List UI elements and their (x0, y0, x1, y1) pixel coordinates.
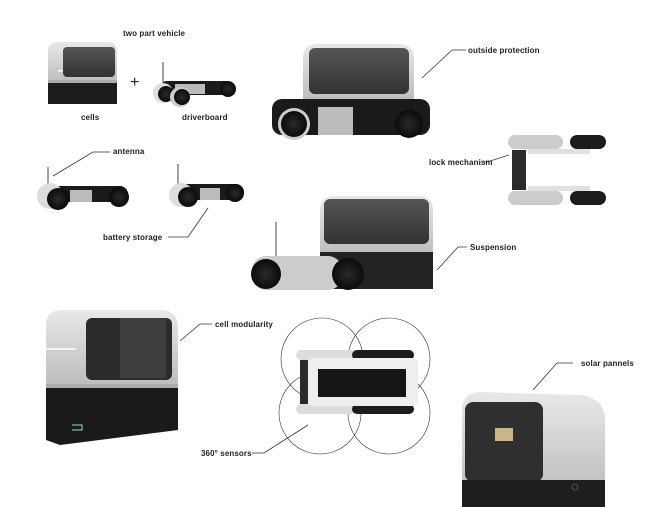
sensors-illustration (278, 317, 431, 455)
solar-panels-illustration (462, 392, 605, 507)
lock-mechanism-illustration (508, 135, 606, 205)
label-antenna: antenna (113, 147, 145, 156)
driverboard-side-right-illustration (169, 164, 244, 207)
label-360-sensors: 360° sensors (201, 449, 252, 458)
label-outside-protection: outside protection (468, 46, 540, 55)
label-driverboard: driverboard (182, 113, 228, 122)
label-solar-pannels: solar pannels (581, 359, 634, 368)
label-cell-modularity: cell modularity (215, 320, 273, 329)
driverboard-illustration (153, 62, 236, 107)
leader-lines (52, 49, 573, 454)
label-suspension: Suspension (470, 243, 517, 252)
label-plus: + (130, 74, 140, 91)
label-cells: cells (81, 113, 100, 122)
driverboard-side-left-illustration (37, 167, 129, 210)
label-battery-storage: battery storage (103, 233, 163, 242)
suspension-vehicle-illustration (251, 196, 433, 290)
cell-modularity-illustration (46, 310, 178, 445)
cell-unit-illustration (48, 42, 117, 104)
label-lock-mechanism: lock mechanism (429, 158, 493, 167)
assembled-vehicle-illustration (272, 44, 430, 140)
label-two-part-vehicle: two part vehicle (123, 29, 186, 38)
